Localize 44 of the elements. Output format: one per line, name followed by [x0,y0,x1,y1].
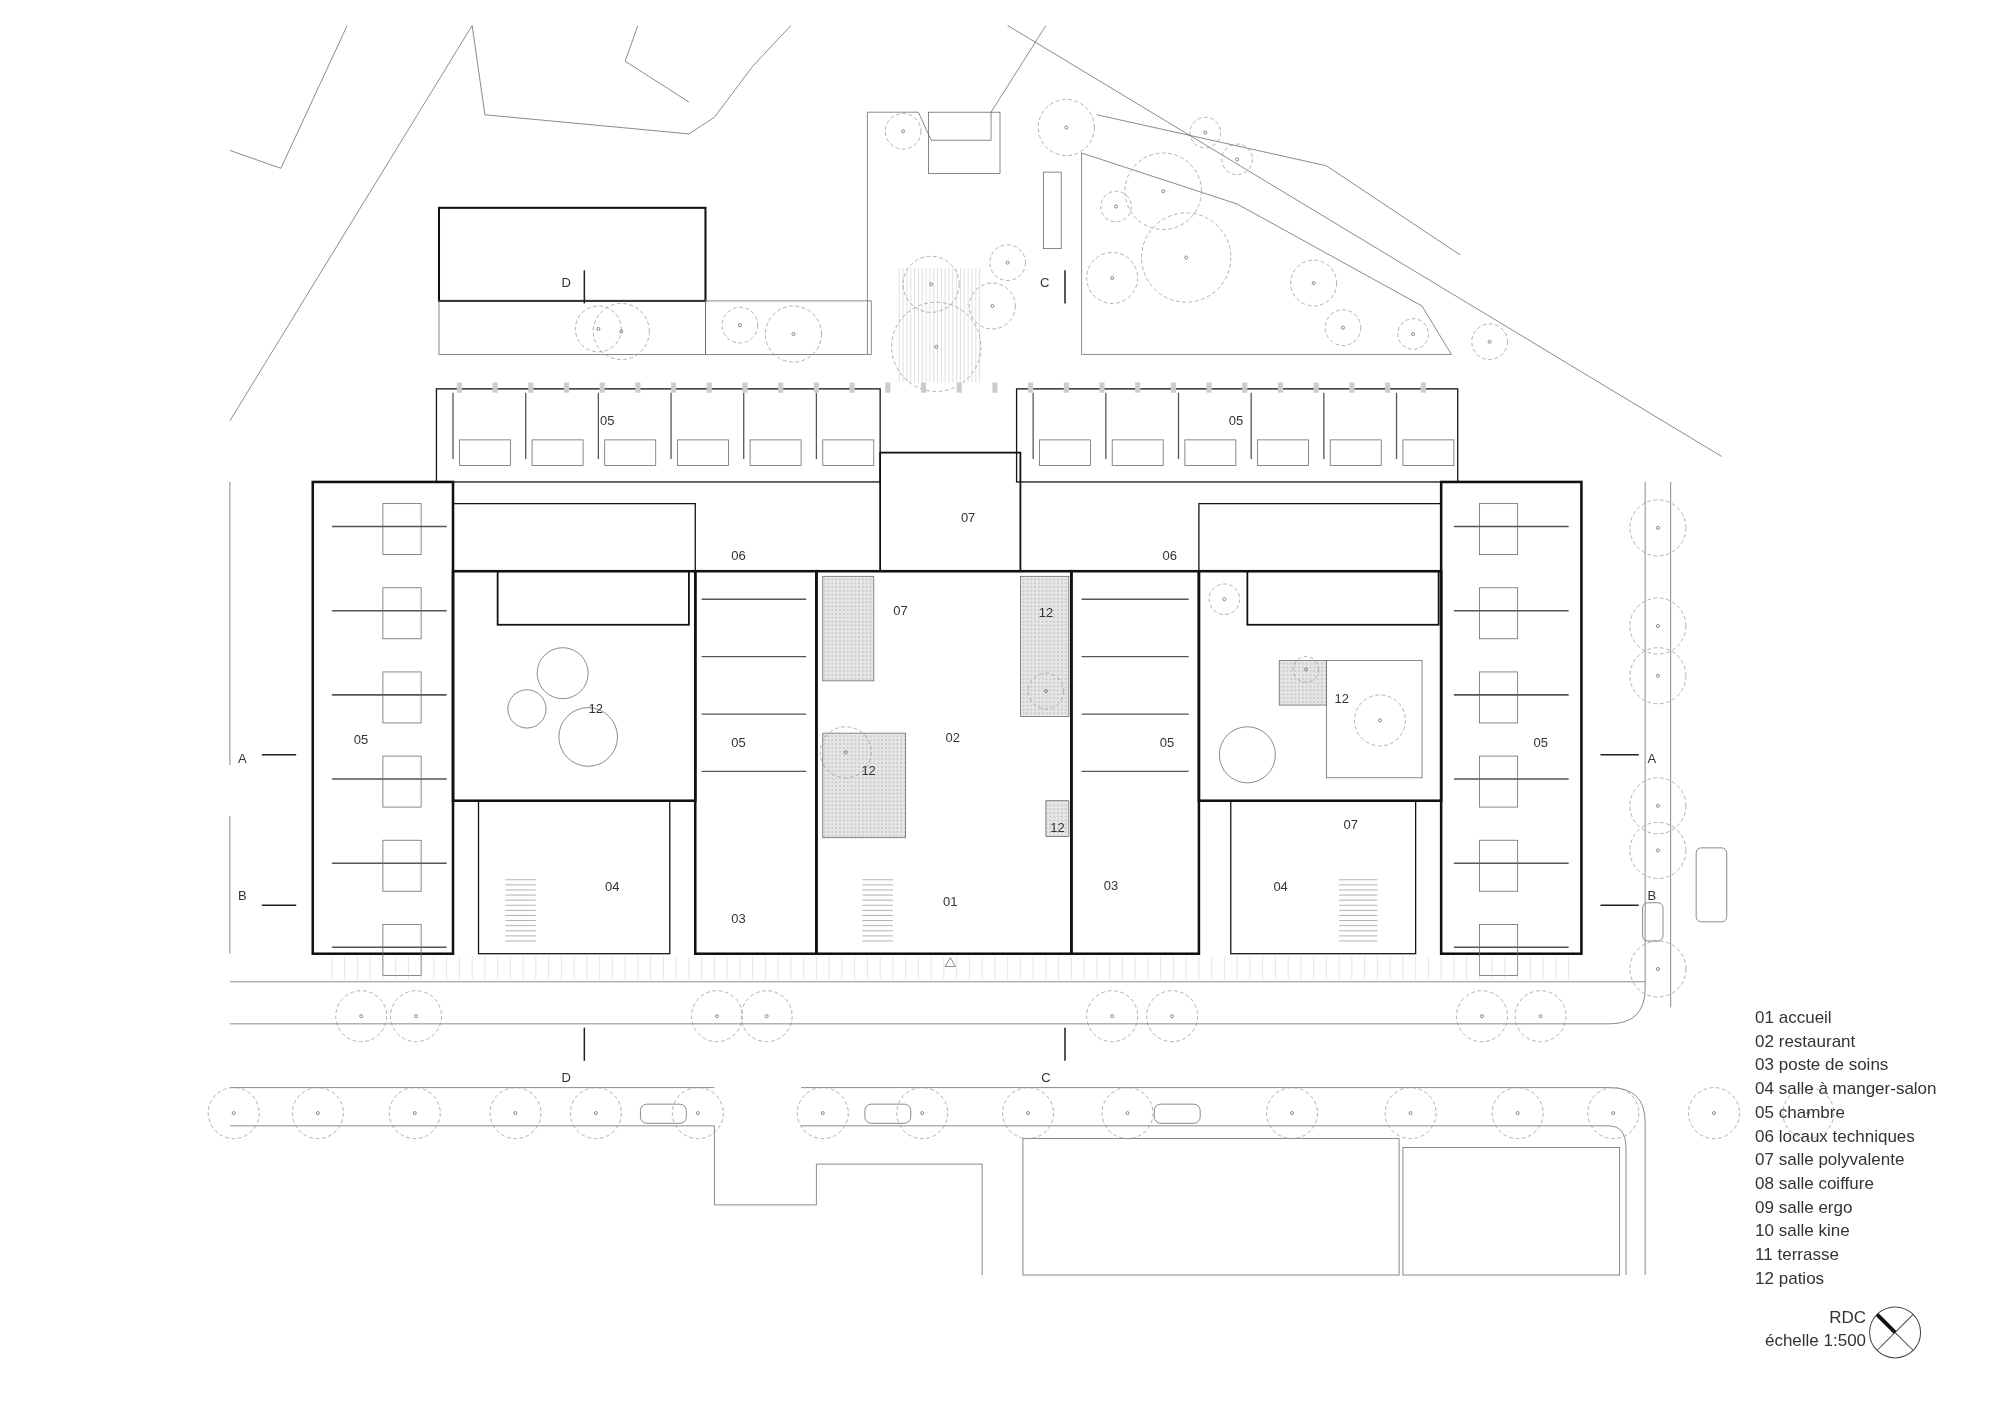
legend-entry: 03 poste de soins [1755,1056,1889,1076]
section-marker: B [238,888,247,902]
legend-entry: 05 chambre [1755,1103,1845,1123]
room-number: 06 [1162,548,1177,562]
legend-entry: 11 terrasse [1755,1246,1839,1265]
legend-entry: 02 restaurant [1755,1032,1856,1052]
legend-entry: 04 salle à manger-salon [1755,1080,1937,1099]
section-marker: C [1041,1070,1051,1083]
room-number: 05 [599,413,615,427]
room-number: 07 [893,603,908,617]
room-number: 03 [731,911,746,925]
section-marker: A [1647,751,1657,765]
room-number: 07 [960,510,976,524]
room-number: 02 [945,730,961,744]
legend-entry: 07 salle polyvalente [1755,1151,1905,1170]
legend-entry: 08 salle coiffure [1755,1175,1874,1194]
room-number: 06 [731,548,746,562]
legend-entry: 12 patios [1755,1269,1825,1289]
room-number: 12 [1038,605,1054,619]
section-marker: D [561,1070,571,1083]
section-marker: A [238,751,247,765]
room-number: 04 [605,879,620,893]
room-number: 01 [943,894,958,907]
legend-entry: 10 salle kine [1755,1222,1850,1242]
room-number: 05 [1228,413,1244,427]
legend-entry: 09 salle ergo [1755,1198,1853,1218]
room-number: 05 [353,732,369,745]
room-number: 07 [1343,817,1358,831]
section-marker: D [561,275,571,289]
section-marker: C [1039,275,1050,289]
room-number: 12 [1050,820,1065,833]
room-number: 05 [731,735,746,749]
room-number: 05 [1533,735,1549,749]
scale-note: échelle 1:500 [1764,1331,1867,1351]
legend-entry: 06 locaux techniques [1755,1127,1915,1147]
legend-entry: 01 accueil [1755,1008,1832,1028]
drawing-title: RDC [1829,1308,1867,1328]
room-number: 12 [861,763,876,777]
room-number: 05 [1159,735,1175,749]
room-number: 12 [588,701,603,715]
room-number: 03 [1103,878,1119,892]
room-number: 04 [1273,879,1288,893]
room-number: 12 [1334,691,1350,705]
section-marker: B [1647,888,1657,902]
